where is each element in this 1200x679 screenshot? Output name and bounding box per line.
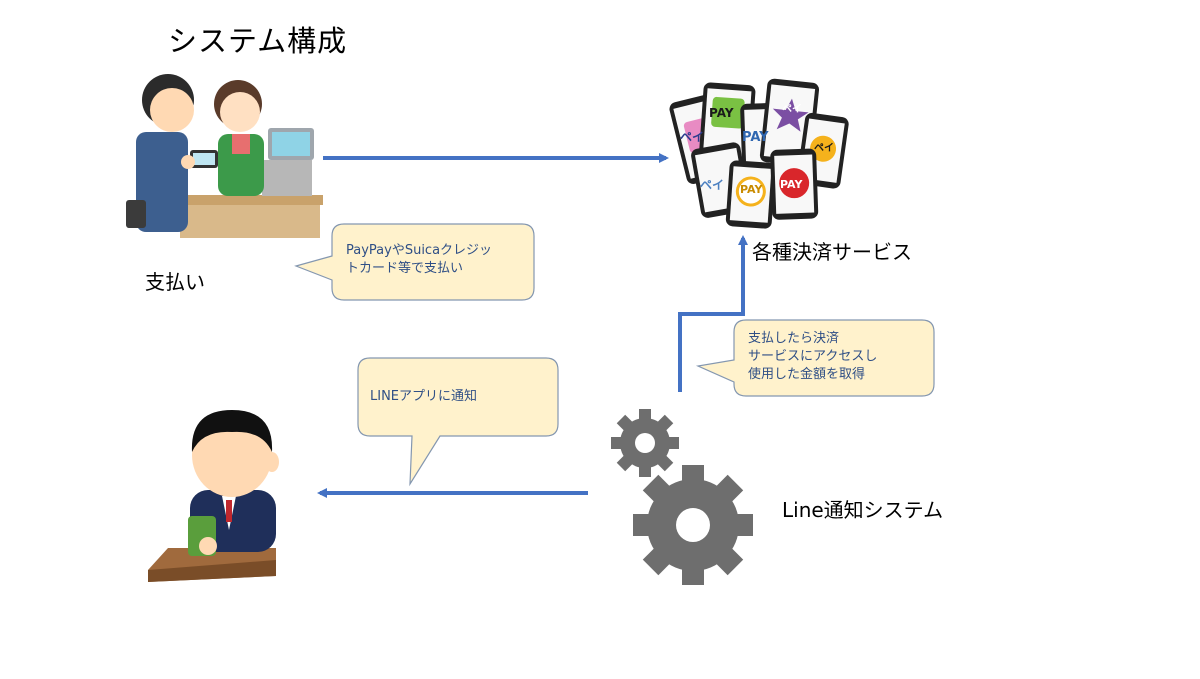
callout-payment-text: PayPayやSuicaクレジッ トカード等で支払い (346, 243, 493, 276)
payment-illustration (126, 74, 323, 238)
label-payment: 支払い (145, 270, 205, 294)
callout-system-shape (695, 319, 935, 397)
label-system: Line通知システム (782, 498, 944, 522)
page-title: システム構成 (168, 24, 348, 58)
user-illustration (148, 410, 279, 582)
arrow-system-to-services (678, 235, 748, 392)
callout-system-text: 支払したら決済 サービスにアクセスし 使用した金額を取得 (748, 331, 878, 382)
label-services: 各種決済サービス (752, 240, 912, 264)
callout-line-text: LINEアプリに通知 (370, 389, 478, 404)
gear-icon (611, 409, 753, 585)
callout-line-shape (357, 357, 559, 487)
callout-payment-shape (294, 223, 535, 301)
payment-services-illustration (669, 78, 849, 229)
